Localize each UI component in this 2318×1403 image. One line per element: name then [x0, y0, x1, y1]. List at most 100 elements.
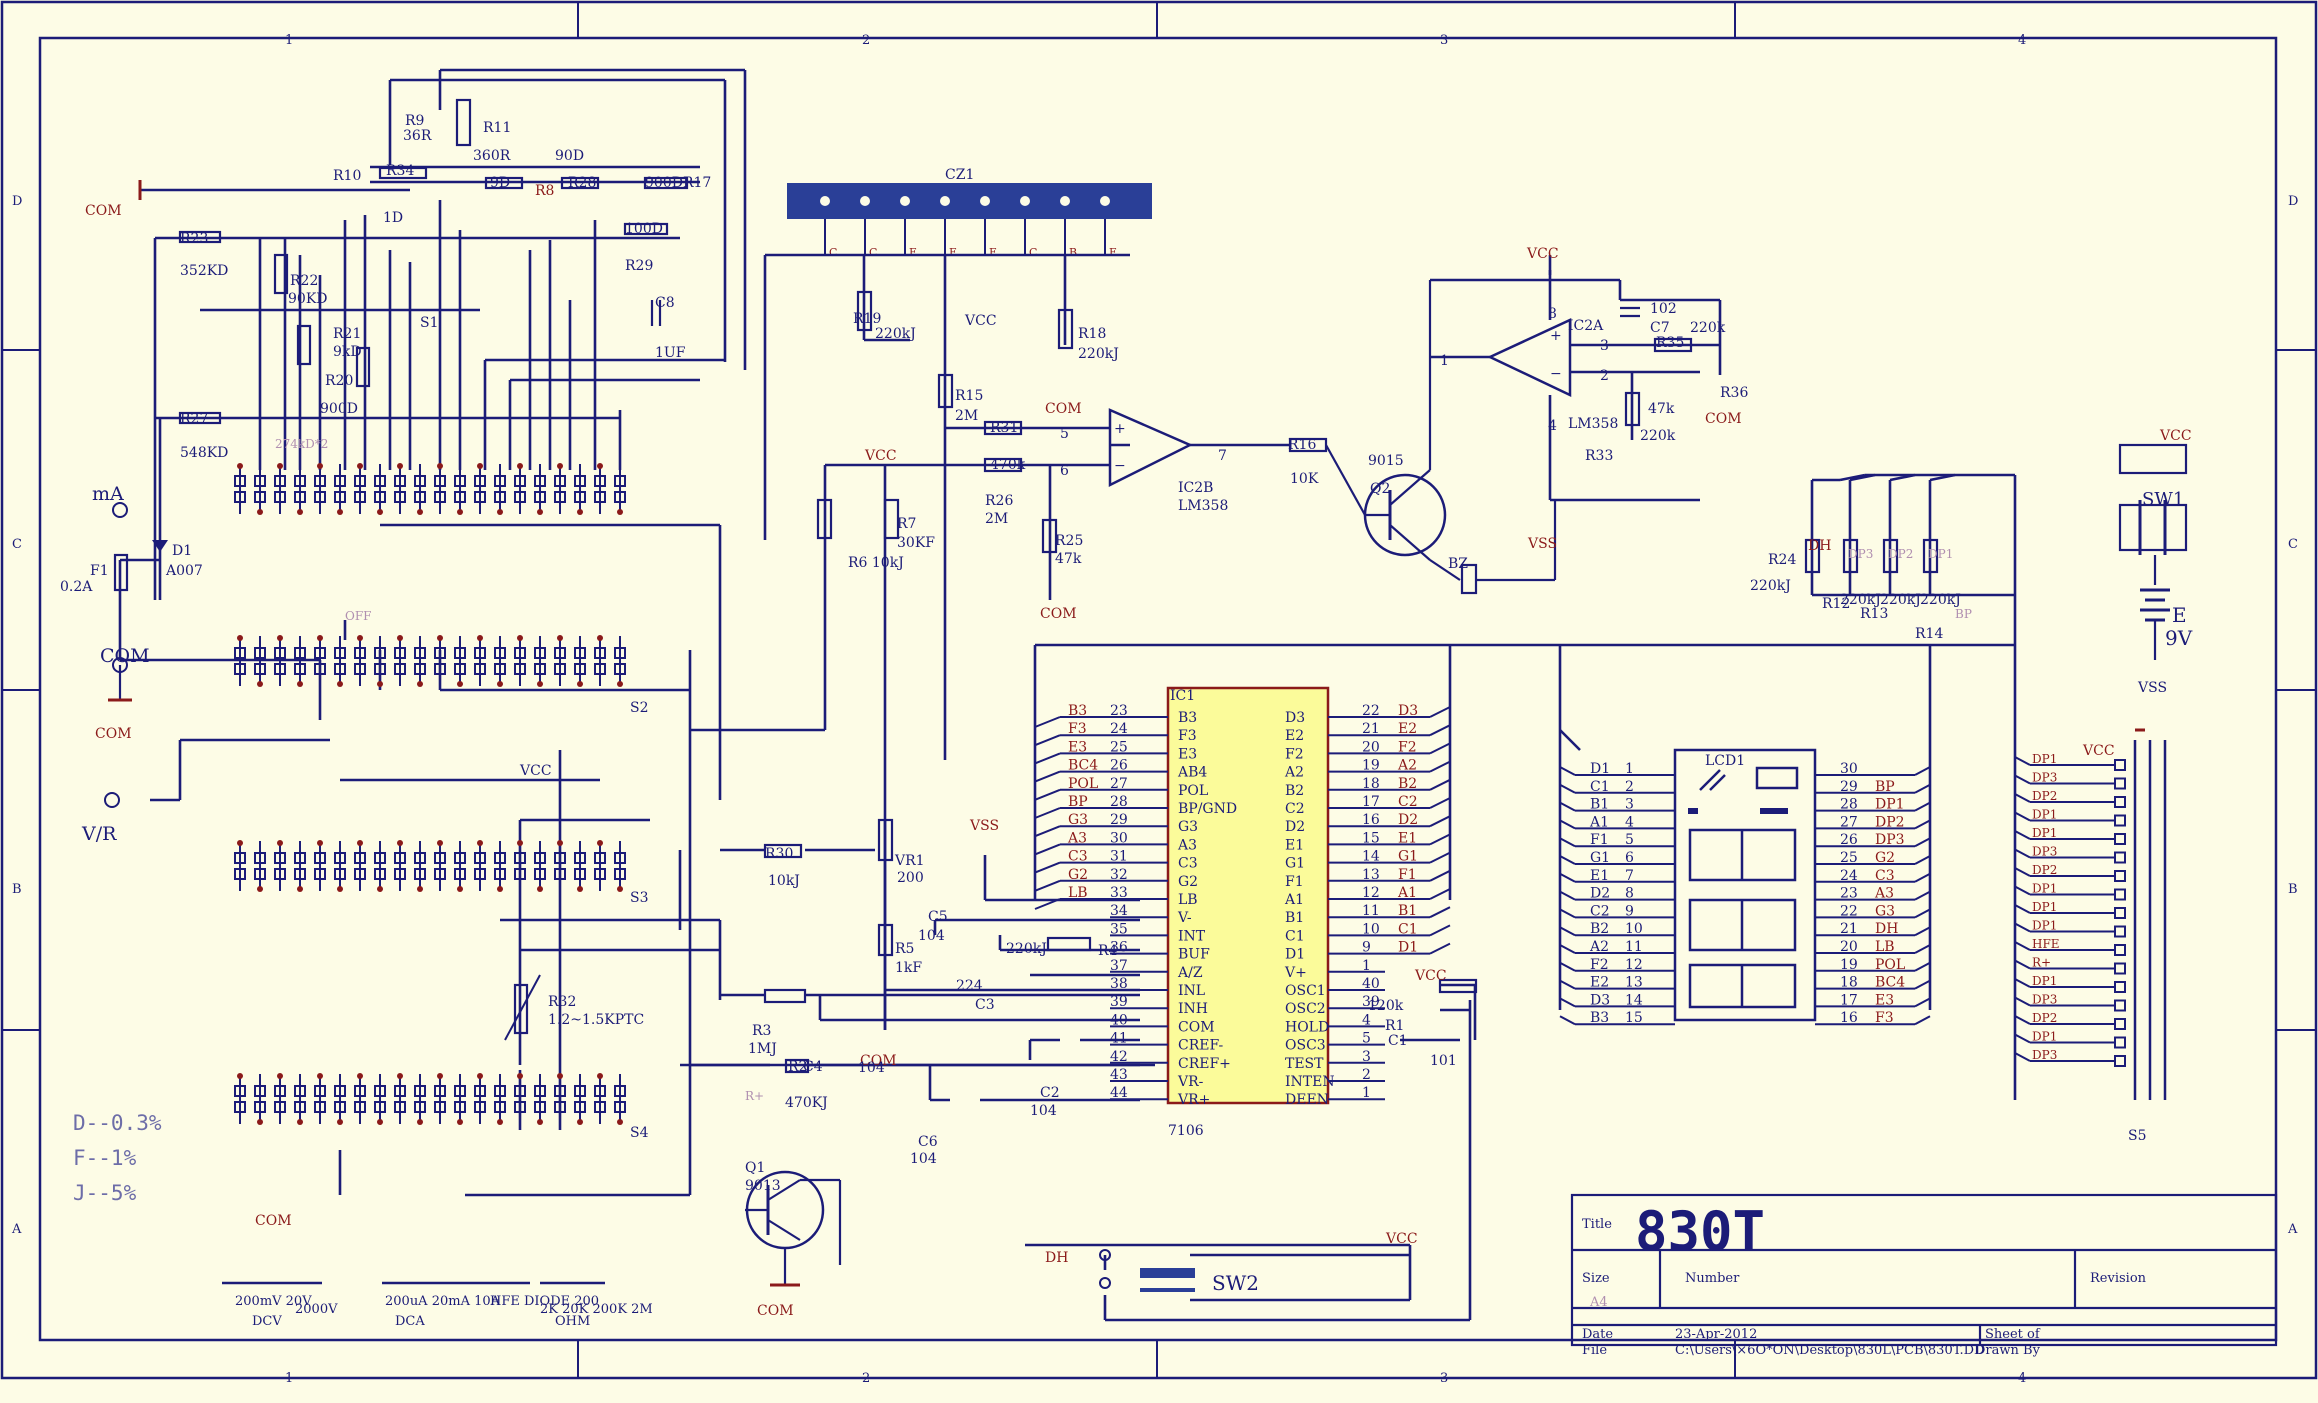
- s5-net-label: DP1: [2032, 752, 2057, 766]
- r20-body: [296, 324, 312, 366]
- svg-text:7: 7: [1218, 448, 1227, 464]
- c3-label: C3: [975, 997, 995, 1013]
- junction-dot: [437, 463, 443, 469]
- c1-label: C1: [1388, 1033, 1408, 1049]
- ic1-pin-name: INT: [1178, 928, 1206, 944]
- junction-dot: [237, 840, 243, 846]
- lcd-bus-entry: [1559, 1015, 1576, 1026]
- junction-dot: [357, 635, 363, 641]
- dp-resistors: [1804, 538, 1939, 574]
- sw1-label: SW1: [2142, 489, 2184, 510]
- junction-dot: [617, 886, 623, 892]
- lcd-pin-number: 26: [1840, 832, 1858, 848]
- lcd-pin-number: 4: [1625, 814, 1634, 830]
- ic1-pin-name: G3: [1178, 819, 1198, 835]
- r9-value: 36R: [403, 128, 432, 144]
- ic1-pin-name: BP/GND: [1178, 801, 1237, 817]
- ic1-pin-name: F2: [1285, 746, 1304, 762]
- lcd-pin-number: 30: [1840, 761, 1858, 777]
- s5-bus-entry: [2014, 904, 2031, 914]
- r26-value: 2M: [985, 511, 1008, 527]
- junction-dot: [317, 1073, 323, 1079]
- range-2000v: 2000V: [295, 1302, 338, 1317]
- com-label-r36: COM: [1705, 411, 1742, 427]
- r19-label: R19: [853, 311, 881, 327]
- cz1-connector: [787, 183, 1152, 219]
- c4-label: C4: [803, 1059, 823, 1075]
- lcd-bus-entry: [1559, 819, 1576, 830]
- ic1-pin-number: 39: [1362, 994, 1380, 1010]
- junction-dot: [477, 1073, 483, 1079]
- junction-dot: [417, 1119, 423, 1125]
- f1-body: [113, 553, 129, 592]
- ic1-net-label: E2: [1398, 721, 1417, 737]
- r3-body: [763, 988, 807, 1004]
- lcd-bus-entry: [1914, 766, 1931, 776]
- ic1-bus-entry: [1429, 888, 1451, 900]
- com-label-ic1: COM: [860, 1053, 897, 1069]
- ic1-bus-entry: [1034, 734, 1061, 747]
- ic1-pin-name: B3: [1178, 710, 1197, 726]
- junction-dot: [597, 840, 603, 846]
- c6-value: 104: [910, 1151, 937, 1167]
- ic1-net-label: BP: [1068, 794, 1088, 810]
- dp1-label-res: DP1: [1928, 547, 1953, 561]
- ic1-pin-number: 42: [1110, 1049, 1128, 1065]
- vr-terminal[interactable]: [104, 792, 120, 808]
- size-label: Size: [1582, 1271, 1610, 1286]
- s5-bus-entry: [2014, 941, 2031, 951]
- ic1-pin-number: 25: [1110, 739, 1128, 755]
- ic1-pin-name: F1: [1285, 874, 1304, 890]
- lcd-pin-number: 22: [1840, 903, 1858, 919]
- lcd-net-label: F2: [1590, 957, 1609, 973]
- lcd-net-label: C1: [1590, 779, 1610, 795]
- ic1-pin-name: C3: [1178, 856, 1198, 872]
- ic1-bus-entry: [1429, 797, 1451, 809]
- r12-label: R12: [1822, 596, 1850, 612]
- r24-value: 220kJ: [1750, 578, 1791, 594]
- ic1-pin-number: 15: [1362, 830, 1380, 846]
- ic1-value: 7106: [1168, 1123, 1204, 1139]
- s5-contact: [2114, 925, 2126, 938]
- s5-bus-entry: [2014, 793, 2031, 803]
- r28-body: [560, 176, 600, 190]
- drawn-by-label: Drawn By: [1975, 1343, 2041, 1358]
- vcc-label-ic1: VCC: [1414, 968, 1447, 984]
- range-ohm-values: 2K 20K 200K 2M: [540, 1302, 653, 1317]
- lcd-pin-number: 6: [1625, 850, 1634, 866]
- lcd-pin-number: 25: [1840, 850, 1858, 866]
- ma-terminal[interactable]: [112, 502, 128, 518]
- vss-label-q2: VSS: [1527, 536, 1557, 552]
- ic1-pin-name: COM: [1178, 1019, 1215, 1035]
- r11-label: R11: [483, 120, 511, 136]
- ic1-bus-entry: [1429, 742, 1451, 755]
- lcd-bus-entry: [1914, 997, 1931, 1008]
- ic1-pin-name: A/Z: [1177, 965, 1203, 981]
- s5-contact: [2114, 981, 2126, 993]
- svg-text:−: −: [1114, 458, 1126, 474]
- sw2-wires: [1025, 1000, 1472, 1322]
- r22-value: 90KD: [288, 291, 328, 307]
- cz1-pin-label: E: [989, 246, 997, 259]
- r20-value: 900D: [320, 401, 358, 417]
- r35-body: [1653, 337, 1693, 353]
- ic1-bus-entry: [1429, 815, 1451, 828]
- r10-label: R10: [333, 168, 361, 184]
- r33-label: R33: [1585, 448, 1613, 464]
- ic1-pin-name: D3: [1285, 710, 1305, 726]
- r25-value: 47k: [1055, 551, 1082, 567]
- ic1-pin-number: 11: [1362, 903, 1380, 919]
- sw1-body[interactable]: [2118, 503, 2188, 552]
- ic1-pin-number: 27: [1110, 776, 1128, 792]
- analog-resistors: [763, 818, 1478, 1074]
- sw1-frame[interactable]: [2118, 443, 2188, 475]
- dp3-label-res: DP3: [1848, 547, 1873, 561]
- sw2-actuator[interactable]: [1140, 1268, 1195, 1278]
- ic1-pin-name: INL: [1178, 983, 1205, 999]
- ic1-bus-entry: [1034, 879, 1061, 892]
- ic1-pin-number: 19: [1362, 758, 1380, 774]
- com-label-mid: COM: [95, 726, 132, 742]
- s5-bus-entry: [2014, 811, 2031, 822]
- s5-contact: [2114, 1055, 2126, 1067]
- s5-contact: [2114, 851, 2126, 864]
